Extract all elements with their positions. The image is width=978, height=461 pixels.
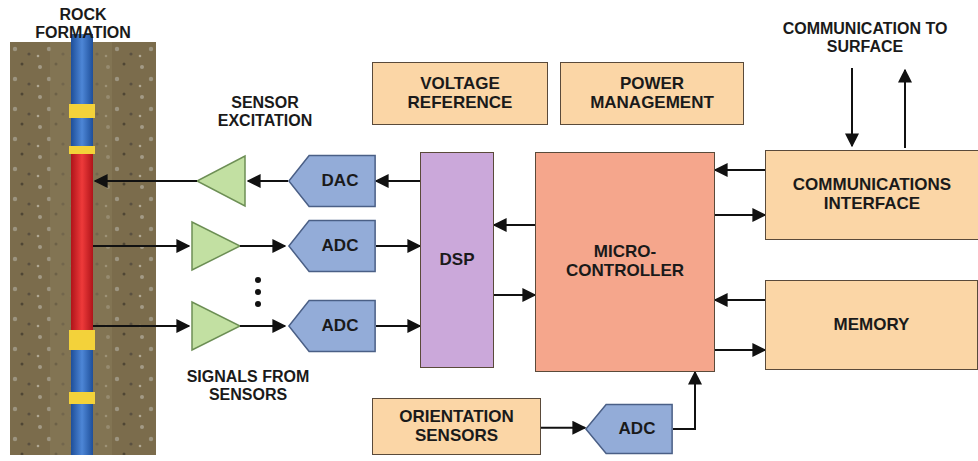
block-label: ADC (322, 317, 359, 336)
converter-outline (289, 221, 375, 272)
excitation-label: SENSOR EXCITATION (190, 94, 340, 129)
block-label: MICRO-CONTROLLER (560, 243, 690, 280)
signal-connector (673, 372, 695, 429)
power-box: POWER MANAGEMENT (560, 62, 744, 125)
adc-block: ADC (288, 300, 376, 352)
converter-outline (289, 156, 375, 207)
logging-tool (69, 34, 95, 455)
block-label: ADC (322, 237, 359, 256)
block-label: ADC (619, 420, 656, 439)
block-label: POWER MANAGEMENT (567, 75, 737, 112)
block-label: COMMUNICATIONS INTERFACE (772, 176, 972, 213)
surface-label: COMMUNICATION TO SURFACE (770, 20, 960, 55)
reference-box: VOLTAGE REFERENCE (372, 62, 548, 125)
block-label: DSP (440, 251, 475, 270)
converter-outline (586, 405, 672, 454)
surface-link (852, 68, 905, 148)
signal-connector (494, 224, 535, 226)
signal-wire (93, 181, 288, 326)
converter-outline (289, 301, 375, 352)
signal-connector (715, 299, 765, 301)
signal-connector (376, 180, 420, 182)
formation-label: ROCK FORMATION (18, 6, 148, 41)
dsp-block: DSP (420, 152, 494, 368)
signal-connector (376, 245, 420, 247)
signal-connector (715, 349, 765, 351)
amplifier-symbol (192, 156, 245, 350)
memory-box: MEMORY (765, 280, 978, 370)
signals-label: SIGNALS FROM SENSORS (168, 368, 328, 403)
signal-connector (494, 294, 535, 296)
adc-block: ADC (288, 220, 376, 272)
sensor-box: ORIENTATION SENSORS (372, 398, 541, 455)
signal-connector (376, 325, 420, 327)
block-label: MEMORY (834, 316, 910, 335)
microcontroller-block: MICRO-CONTROLLER (535, 152, 715, 372)
signal-connector (715, 169, 765, 171)
signal-connector (715, 214, 765, 216)
block-label: DAC (322, 172, 359, 191)
interface-box: COMMUNICATIONS INTERFACE (765, 150, 978, 240)
continuation-dots (255, 277, 261, 307)
dac-block: DAC (288, 155, 376, 207)
adc-block: ADC (585, 404, 673, 454)
block-label: VOLTAGE REFERENCE (380, 75, 540, 112)
block-label: ORIENTATION SENSORS (379, 408, 534, 445)
signal-connector (541, 427, 585, 429)
